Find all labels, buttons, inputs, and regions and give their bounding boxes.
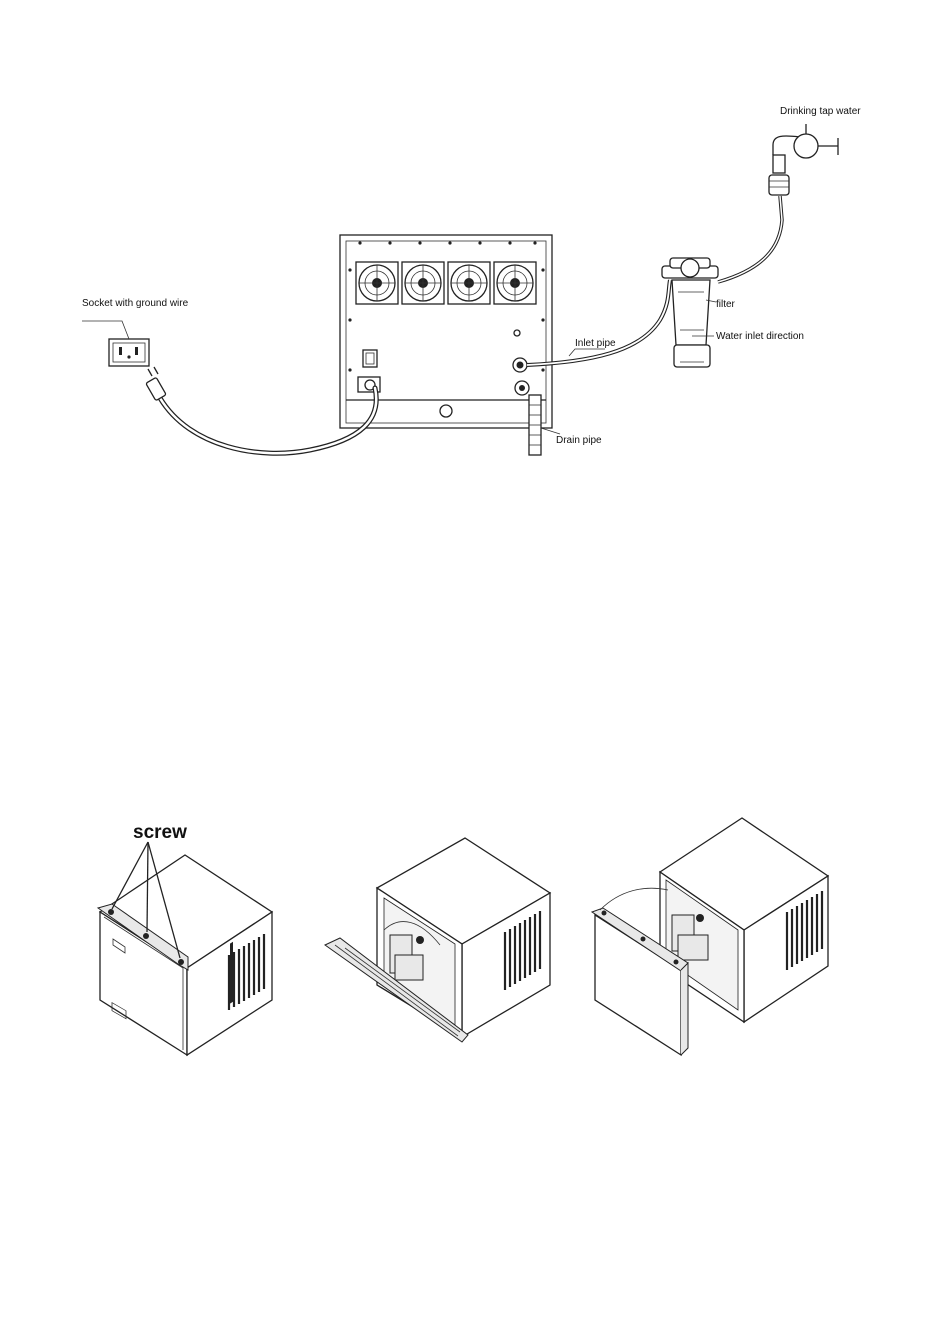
screw-1-icon bbox=[108, 909, 114, 915]
screw-3-icon bbox=[178, 959, 184, 965]
inlet-pipe-label: Inlet pipe bbox=[575, 338, 616, 349]
drain-pipe-label: Drain pipe bbox=[556, 435, 602, 446]
power-switch-icon bbox=[363, 350, 377, 367]
door-removal-sequence: screw bbox=[98, 818, 828, 1055]
power-plug-icon bbox=[146, 367, 166, 401]
tap-faucet-icon bbox=[769, 124, 838, 195]
machine-rear-panel bbox=[340, 235, 552, 428]
unit-door-tilted-figure bbox=[325, 838, 550, 1042]
fan-3-icon bbox=[448, 262, 490, 304]
drain-pipe bbox=[529, 395, 541, 455]
socket-leader-line bbox=[82, 321, 129, 339]
water-inlet-direction-label: Water inlet direction bbox=[716, 331, 804, 342]
screw-label: screw bbox=[133, 822, 187, 843]
fan-2-icon bbox=[402, 262, 444, 304]
fan-4-icon bbox=[494, 262, 536, 304]
unit-closed-figure: screw bbox=[98, 822, 272, 1055]
filter-label: filter bbox=[716, 299, 736, 310]
fan-1-icon bbox=[356, 262, 398, 304]
connection-diagram: Socket with ground wire Inlet pipe Drain… bbox=[82, 106, 861, 455]
drinking-tap-water-label: Drinking tap water bbox=[780, 106, 861, 117]
socket-label: Socket with ground wire bbox=[82, 298, 189, 309]
socket-icon bbox=[109, 339, 149, 366]
screw-2-icon bbox=[143, 933, 149, 939]
unit-door-removed-figure bbox=[592, 818, 828, 1055]
water-filter-icon bbox=[662, 258, 718, 367]
drain-pipe-leader-line bbox=[541, 428, 560, 434]
